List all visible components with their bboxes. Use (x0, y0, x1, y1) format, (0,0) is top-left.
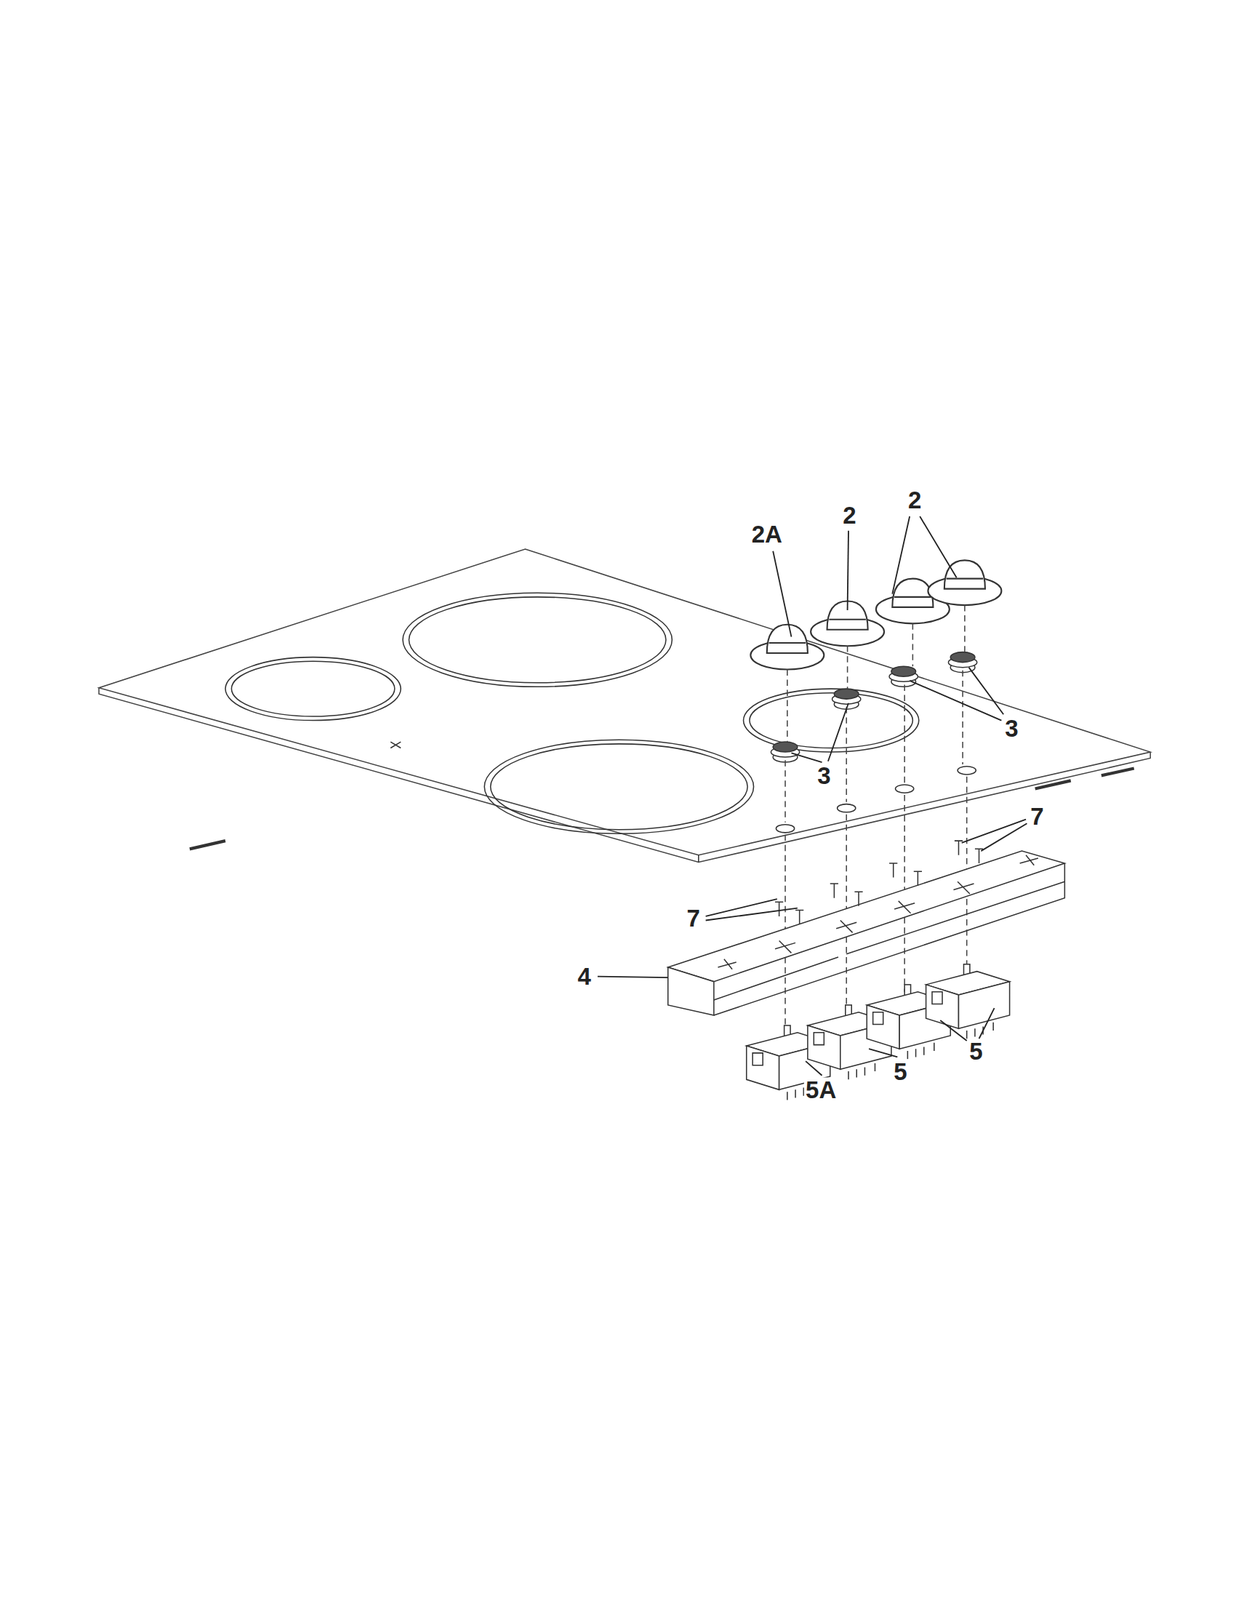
callout-number: 2 (841, 503, 858, 528)
callout-number: 5A (804, 1077, 838, 1102)
callout-number: 2 (906, 487, 923, 512)
callout-number: 3 (815, 763, 832, 788)
callout-number: 5 (967, 1038, 984, 1063)
callout-number: 7 (685, 905, 702, 930)
callout-number: 2A (750, 521, 784, 546)
callout-number: 3 (1003, 716, 1020, 741)
callout-number: 5 (892, 1058, 909, 1083)
callout-number: 4 (576, 964, 593, 989)
callout-number: 7 (1028, 804, 1045, 829)
